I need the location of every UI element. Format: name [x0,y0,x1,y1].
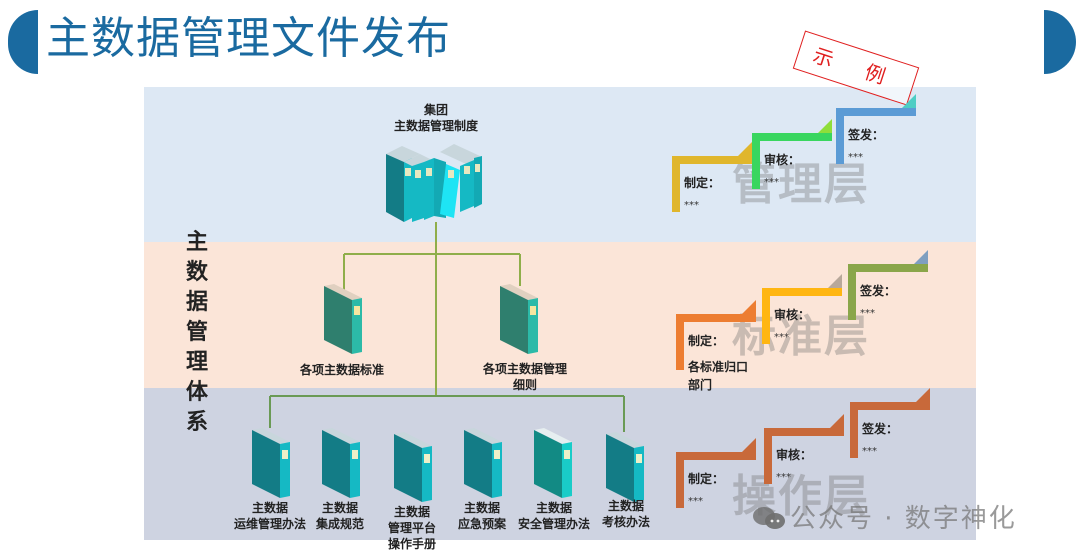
vertical-char: 数 [185,260,208,285]
step-label: 签发： [862,422,899,436]
book-icon [534,428,572,498]
standard-layer-band [144,242,976,388]
level3-doc-label: 主数据 安全管理办法 [506,500,602,532]
book-icon [464,428,502,498]
step-arrow-tip [828,274,842,288]
step-bracket [848,264,928,320]
step-value: *** [860,308,875,319]
book-stack-icon [386,144,482,222]
step-bracket [762,288,842,344]
step-value: *** [848,152,863,163]
step-value: *** [764,177,779,188]
label-line: 运维管理办法 [233,517,306,531]
vertical-char: 管 [185,320,208,345]
label-line: 集成规范 [315,517,364,531]
label-line: 主数据 [251,501,288,515]
book-icon [252,428,290,498]
step-arrow-tip [914,250,928,264]
book-icon [500,284,538,354]
step-bracket [850,402,930,458]
label-line: 应急预案 [457,517,506,531]
step-arrow-tip [742,438,756,452]
step-bracket [836,108,916,164]
step-label: 签发： [860,284,897,298]
step-bracket [764,428,844,484]
level3-doc-label: 主数据 考核办法 [578,498,674,530]
label-line: 主数据 [393,505,430,519]
system-vertical-label: 主 数 据 管 理 体 系 [182,228,212,438]
label-line: 考核办法 [601,515,650,529]
label-line: 安全管理办法 [517,517,590,531]
label-line: 各项主数据管理 [482,362,567,376]
step-value: *** [862,446,877,457]
step-bracket [676,314,756,370]
level3-doc-label: 主数据 应急预案 [434,500,530,532]
vertical-char: 据 [185,290,208,315]
step-arrow-tip [916,388,930,402]
step-bracket [752,133,832,189]
wechat-icon [753,507,785,529]
watermark: 公众号 · 数字神化 [752,498,1017,535]
step-arrow-tip [738,142,752,156]
label-line: 主数据 [535,501,572,515]
step-label: 审核： [764,153,801,167]
step-bracket [676,452,756,508]
watermark-text: 公众号 · 数字神化 [790,504,1017,534]
label-line: 主数据 [607,499,644,513]
label-line: 各项主数据标准 [299,363,384,377]
level3-doc-label: 主数据 管理平台 操作手册 [364,504,460,552]
step-value: *** [774,332,789,343]
label-line: 主数据 [463,501,500,515]
page-title: 主数据管理文件发布 [46,13,451,64]
label-line: 主数据管理制度 [393,119,478,133]
book-icon [322,428,360,498]
step-value: *** [688,496,703,507]
step-arrow-tip [818,119,832,133]
label-line: 管理平台 [387,521,436,535]
step-value: 各标准归口 [688,360,749,374]
book-icon [394,432,432,502]
level2-doc-label: 各项主数据标准 [290,362,394,378]
label-line: 主数据 [321,501,358,515]
step-label: 制定： [684,176,721,190]
vertical-char: 主 [185,230,208,255]
step-bracket [672,156,752,212]
step-arrow-tip [902,94,916,108]
vertical-char: 理 [185,350,208,375]
label-line: 细则 [512,378,537,392]
vertical-char: 体 [185,380,208,405]
level3-doc-label: 主数据 集成规范 [292,500,388,532]
level2-doc-label: 各项主数据管理 细则 [470,361,580,393]
step-arrow-tip [742,300,756,314]
step-arrow-tip [830,414,844,428]
book-icon [324,284,362,354]
level3-doc-label: 主数据 运维管理办法 [222,500,318,532]
label-line: 操作手册 [387,537,436,551]
step-label: 制定： [688,334,725,348]
step-label: 签发： [848,128,885,142]
root-doc-label: 集团 主数据管理制度 [386,102,486,134]
vertical-char: 系 [185,410,208,435]
step-label: 制定： [688,472,725,486]
step-value: 部门 [688,378,713,392]
book-icon [606,432,644,502]
step-value: *** [684,200,699,211]
step-value: *** [776,472,791,483]
step-label: 审核： [776,448,813,462]
step-label: 审核： [774,308,811,322]
label-line: 集团 [423,103,448,117]
